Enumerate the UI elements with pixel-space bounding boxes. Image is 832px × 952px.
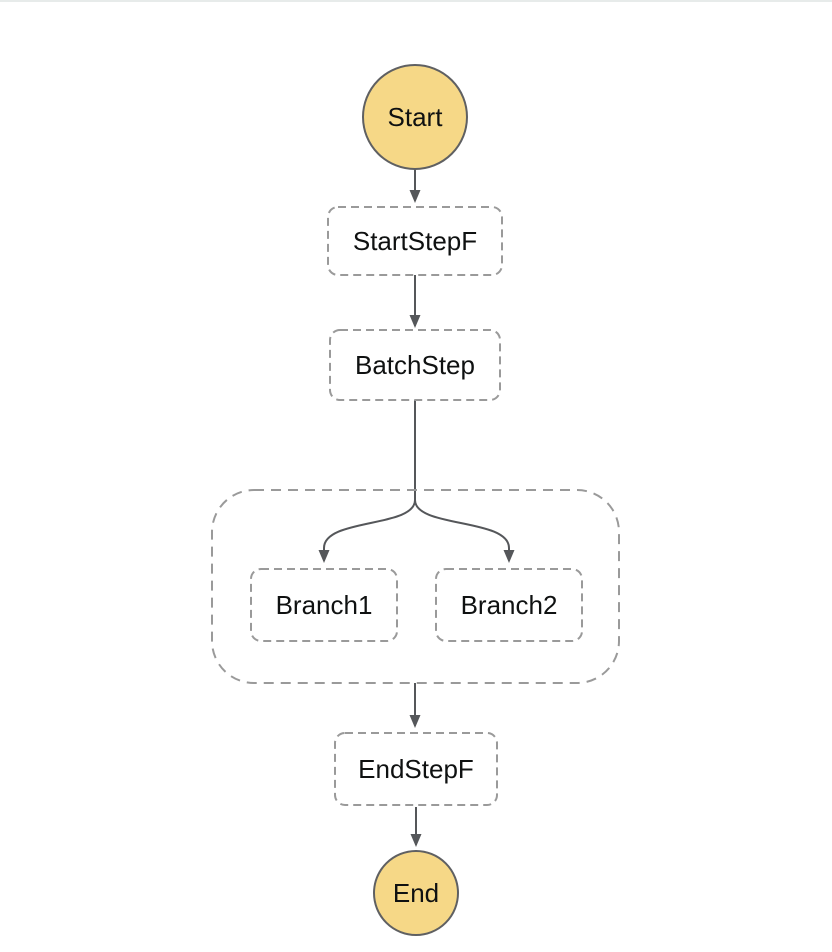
edges-layer: [318, 169, 515, 847]
node-end[interactable]: End: [373, 850, 459, 936]
branch2-box: [435, 568, 583, 642]
node-start[interactable]: Start: [362, 64, 468, 170]
branch2-label: Branch2: [461, 590, 558, 620]
node-startstepf[interactable]: StartStepF: [327, 206, 503, 276]
edge-fork-to-branch2: [414, 499, 515, 563]
node-parallel-group[interactable]: [211, 489, 620, 684]
edge-fork-to-branch1: [318, 499, 416, 563]
endstepf-box: [334, 732, 498, 806]
node-branch2[interactable]: Branch2: [435, 568, 583, 642]
branch1-box: [250, 568, 398, 642]
startstepf-label: StartStepF: [353, 226, 477, 256]
batchstep-label: BatchStep: [355, 350, 475, 380]
node-endstepf[interactable]: EndStepF: [334, 732, 498, 806]
parallel-group-outline: [211, 489, 620, 684]
node-batchstep[interactable]: BatchStep: [329, 329, 501, 401]
end-label: End: [393, 878, 439, 908]
top-divider: [0, 0, 832, 2]
branch1-label: Branch1: [276, 590, 373, 620]
startstepf-box: [327, 206, 503, 276]
endstepf-label: EndStepF: [358, 754, 474, 784]
end-circle: [373, 850, 459, 936]
start-circle: [362, 64, 468, 170]
node-branch1[interactable]: Branch1: [250, 568, 398, 642]
batchstep-box: [329, 329, 501, 401]
start-label: Start: [388, 102, 444, 132]
